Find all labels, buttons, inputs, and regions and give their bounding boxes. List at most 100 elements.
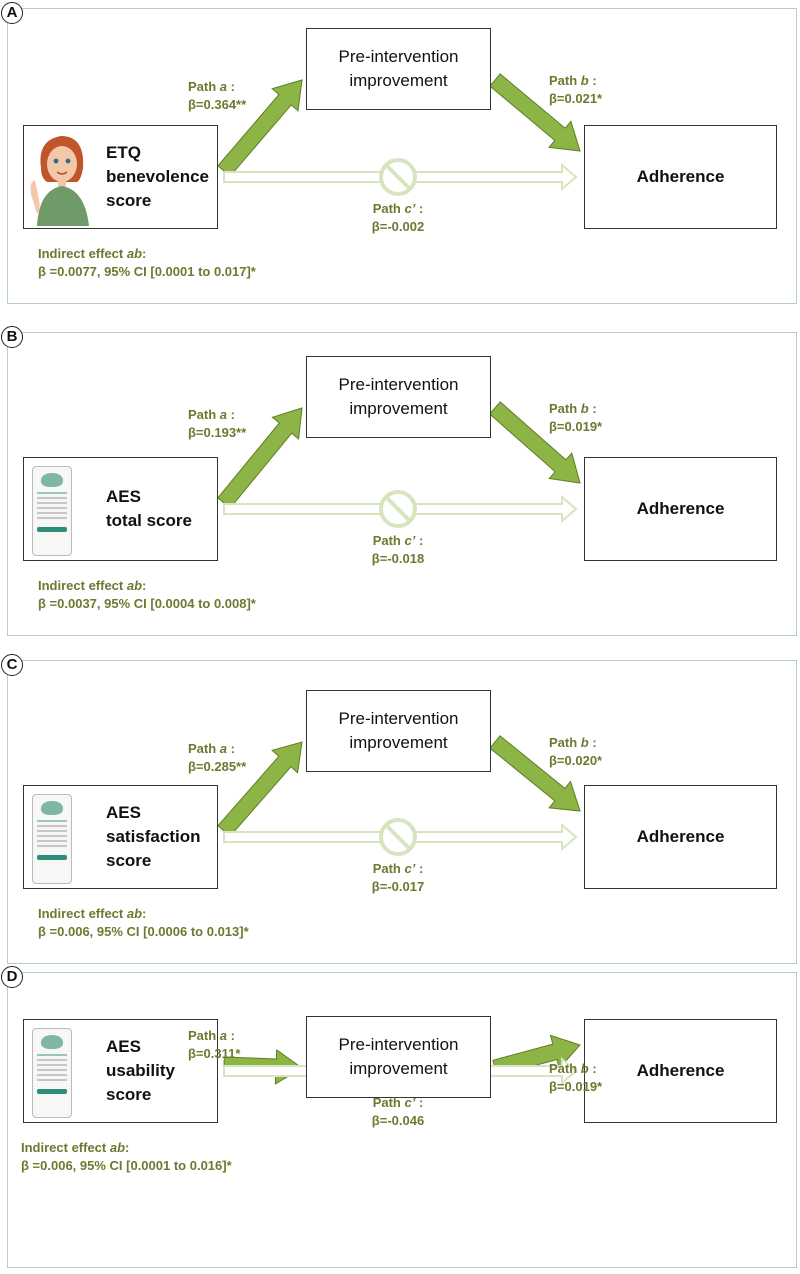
no-effect-icon — [379, 158, 417, 196]
indirect-effect-label: Indirect effect ab:β =0.0077, 95% CI [0.… — [38, 245, 256, 281]
path-prefix: Path — [549, 401, 581, 416]
path-a-label: Path a :β=0.285** — [188, 740, 246, 776]
indirect-effect-value: β =0.006, 95% CI [0.0006 to 0.013]* — [38, 924, 249, 939]
path-c-label-title: Path c’ : — [343, 860, 453, 878]
path-a-label-beta: β=0.285** — [188, 759, 247, 774]
path-prefix: Path — [549, 1061, 581, 1076]
path-colon: : — [415, 861, 424, 876]
path-b-label-title: Path b : — [549, 734, 602, 752]
path-b-label-beta: β=0.020* — [549, 753, 603, 768]
indirect-effect-title: Indirect effect ab: — [38, 245, 256, 263]
indirect-letter: ab — [109, 1140, 126, 1155]
app-screen-icon — [32, 1028, 72, 1118]
path-c-label: Path c’ :β=-0.017 — [343, 860, 453, 896]
path-c-label-title: Path c’ : — [343, 200, 453, 218]
indirect-letter: ab — [126, 578, 143, 593]
panel-letter: C — [1, 654, 23, 676]
predictor-line: benevolence — [106, 167, 209, 186]
mediator-line: Pre-intervention — [338, 1035, 459, 1054]
predictor-line: AES — [106, 487, 141, 506]
path-prefix: Path — [549, 73, 581, 88]
path-colon: : — [415, 533, 424, 548]
indirect-effect-value: β =0.0077, 95% CI [0.0001 to 0.017]* — [38, 264, 256, 279]
panel-letter: A — [1, 2, 23, 24]
path-c-arrow — [223, 494, 578, 524]
indirect-letter: ab — [126, 246, 143, 261]
indirect-prefix: Indirect effect — [38, 906, 127, 921]
indirect-effect-title: Indirect effect ab: — [21, 1139, 232, 1157]
path-b-label: Path b :β=0.019* — [549, 400, 602, 436]
path-colon: : — [227, 79, 235, 94]
path-c-label-title: Path c’ : — [343, 1094, 453, 1112]
path-prefix: Path — [372, 533, 405, 548]
indirect-letter: ab — [126, 906, 143, 921]
path-b-label-beta: β=0.019* — [549, 419, 603, 434]
path-c-label: Path c’ :β=-0.046 — [343, 1094, 453, 1130]
outcome-label: Adherence — [636, 1061, 725, 1080]
path-prefix: Path — [188, 741, 220, 756]
path-b-label-beta: β=0.019* — [549, 1079, 603, 1094]
predictor-line: ETQ — [106, 143, 141, 162]
path-prefix: Path — [372, 1095, 405, 1110]
path-a-label-beta: β=0.311* — [188, 1046, 241, 1061]
mediator-line: improvement — [349, 1059, 448, 1078]
path-b-label: Path b :β=0.020* — [549, 734, 602, 770]
path-colon: : — [227, 1028, 235, 1043]
path-a-label: Path a :β=0.193** — [188, 406, 246, 442]
indirect-prefix: Indirect effect — [38, 246, 127, 261]
indirect-prefix: Indirect effect — [38, 578, 127, 593]
path-prefix: Path — [188, 1028, 220, 1043]
app-screen-icon — [32, 466, 72, 556]
indirect-effect-value: β =0.0037, 95% CI [0.0004 to 0.008]* — [38, 596, 256, 611]
outcome-box: Adherence — [584, 1019, 777, 1123]
outcome-label: Adherence — [636, 167, 725, 186]
path-colon: : — [415, 201, 424, 216]
path-a-label-beta: β=0.364** — [188, 97, 247, 112]
indirect-effect-value: β =0.006, 95% CI [0.0001 to 0.016]* — [21, 1158, 232, 1173]
predictor-line: AES — [106, 1037, 141, 1056]
predictor-line: score — [106, 191, 152, 210]
indirect-effect-title: Indirect effect ab: — [38, 577, 256, 595]
path-letter: b — [580, 735, 589, 750]
indirect-suffix: : — [142, 578, 147, 593]
path-b-label-title: Path b : — [549, 1060, 602, 1078]
indirect-suffix: : — [142, 906, 147, 921]
path-a-label-title: Path a : — [188, 1027, 240, 1045]
path-colon: : — [588, 73, 597, 88]
path-letter: c’ — [404, 861, 416, 876]
outcome-label: Adherence — [636, 827, 725, 846]
path-c-label-title: Path c’ : — [343, 532, 453, 550]
path-letter: c’ — [404, 1095, 416, 1110]
path-letter: b — [580, 73, 589, 88]
app-screen-icon — [32, 794, 72, 884]
mediator-line: improvement — [349, 733, 448, 752]
outcome-label: Adherence — [636, 499, 725, 518]
predictor-box: ETQ benevolence score — [23, 125, 218, 229]
predictor-line: score — [106, 851, 152, 870]
path-b-label: Path b :β=0.019* — [549, 1060, 602, 1096]
no-effect-icon — [379, 818, 417, 856]
path-colon: : — [588, 1061, 597, 1076]
path-a-label-title: Path a : — [188, 78, 246, 96]
path-letter: a — [219, 407, 228, 422]
path-prefix: Path — [188, 79, 220, 94]
path-a-label: Path a :β=0.311* — [188, 1027, 240, 1063]
indirect-effect-label: Indirect effect ab:β =0.006, 95% CI [0.0… — [21, 1139, 232, 1175]
mediator-box: Pre-intervention improvement — [306, 1016, 491, 1098]
path-colon: : — [227, 407, 235, 422]
path-colon: : — [415, 1095, 424, 1110]
path-b-label-title: Path b : — [549, 400, 602, 418]
indirect-suffix: : — [125, 1140, 130, 1155]
path-colon: : — [588, 401, 597, 416]
panel-letter: D — [1, 966, 23, 988]
